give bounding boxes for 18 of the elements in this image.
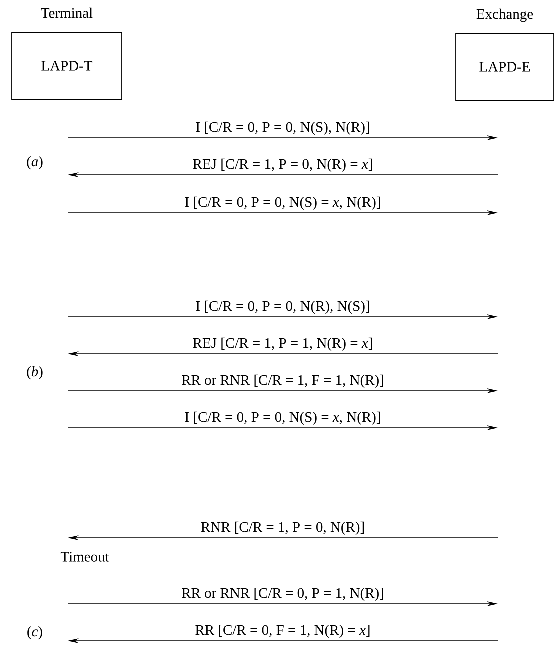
message-label: REJ [C/R = 1, P = 1, N(R) = x]: [193, 338, 372, 352]
section-label: Timeout: [60, 552, 110, 562]
heading-label: Exchange: [476, 8, 534, 22]
message-label: RNR [C/R = 1, P = 0, N(R)]: [201, 522, 364, 536]
message-label: RR or RNR [C/R = 1, F = 1, N(R)]: [182, 374, 384, 388]
message-label: I [C/R = 0, P = 0, N(S) = x, N(R)]: [185, 412, 380, 426]
process-box: LAPD-T: [12, 32, 122, 100]
message-label: REJ [C/R = 1, P = 0, N(R) = x]: [193, 158, 372, 172]
message-label: I [C/R = 0, P = 0, N(R), N(S)]: [196, 300, 370, 314]
message-label: I [C/R = 0, P = 0, N(S) = x, N(R)]: [185, 196, 380, 210]
message-label: I [C/R = 0, P = 0, N(S), N(R)]: [196, 122, 370, 136]
section-label: (a): [27, 156, 43, 170]
message-label: RR [C/R = 0, F = 1, N(R) = x]: [196, 624, 370, 638]
message-label: RR or RNR [C/R = 0, P = 1, N(R)]: [182, 588, 384, 602]
heading-label: Terminal: [41, 8, 93, 18]
section-label: (c): [28, 626, 42, 640]
process-box: LAPD-E: [456, 33, 554, 101]
section-label: (b): [27, 366, 43, 380]
